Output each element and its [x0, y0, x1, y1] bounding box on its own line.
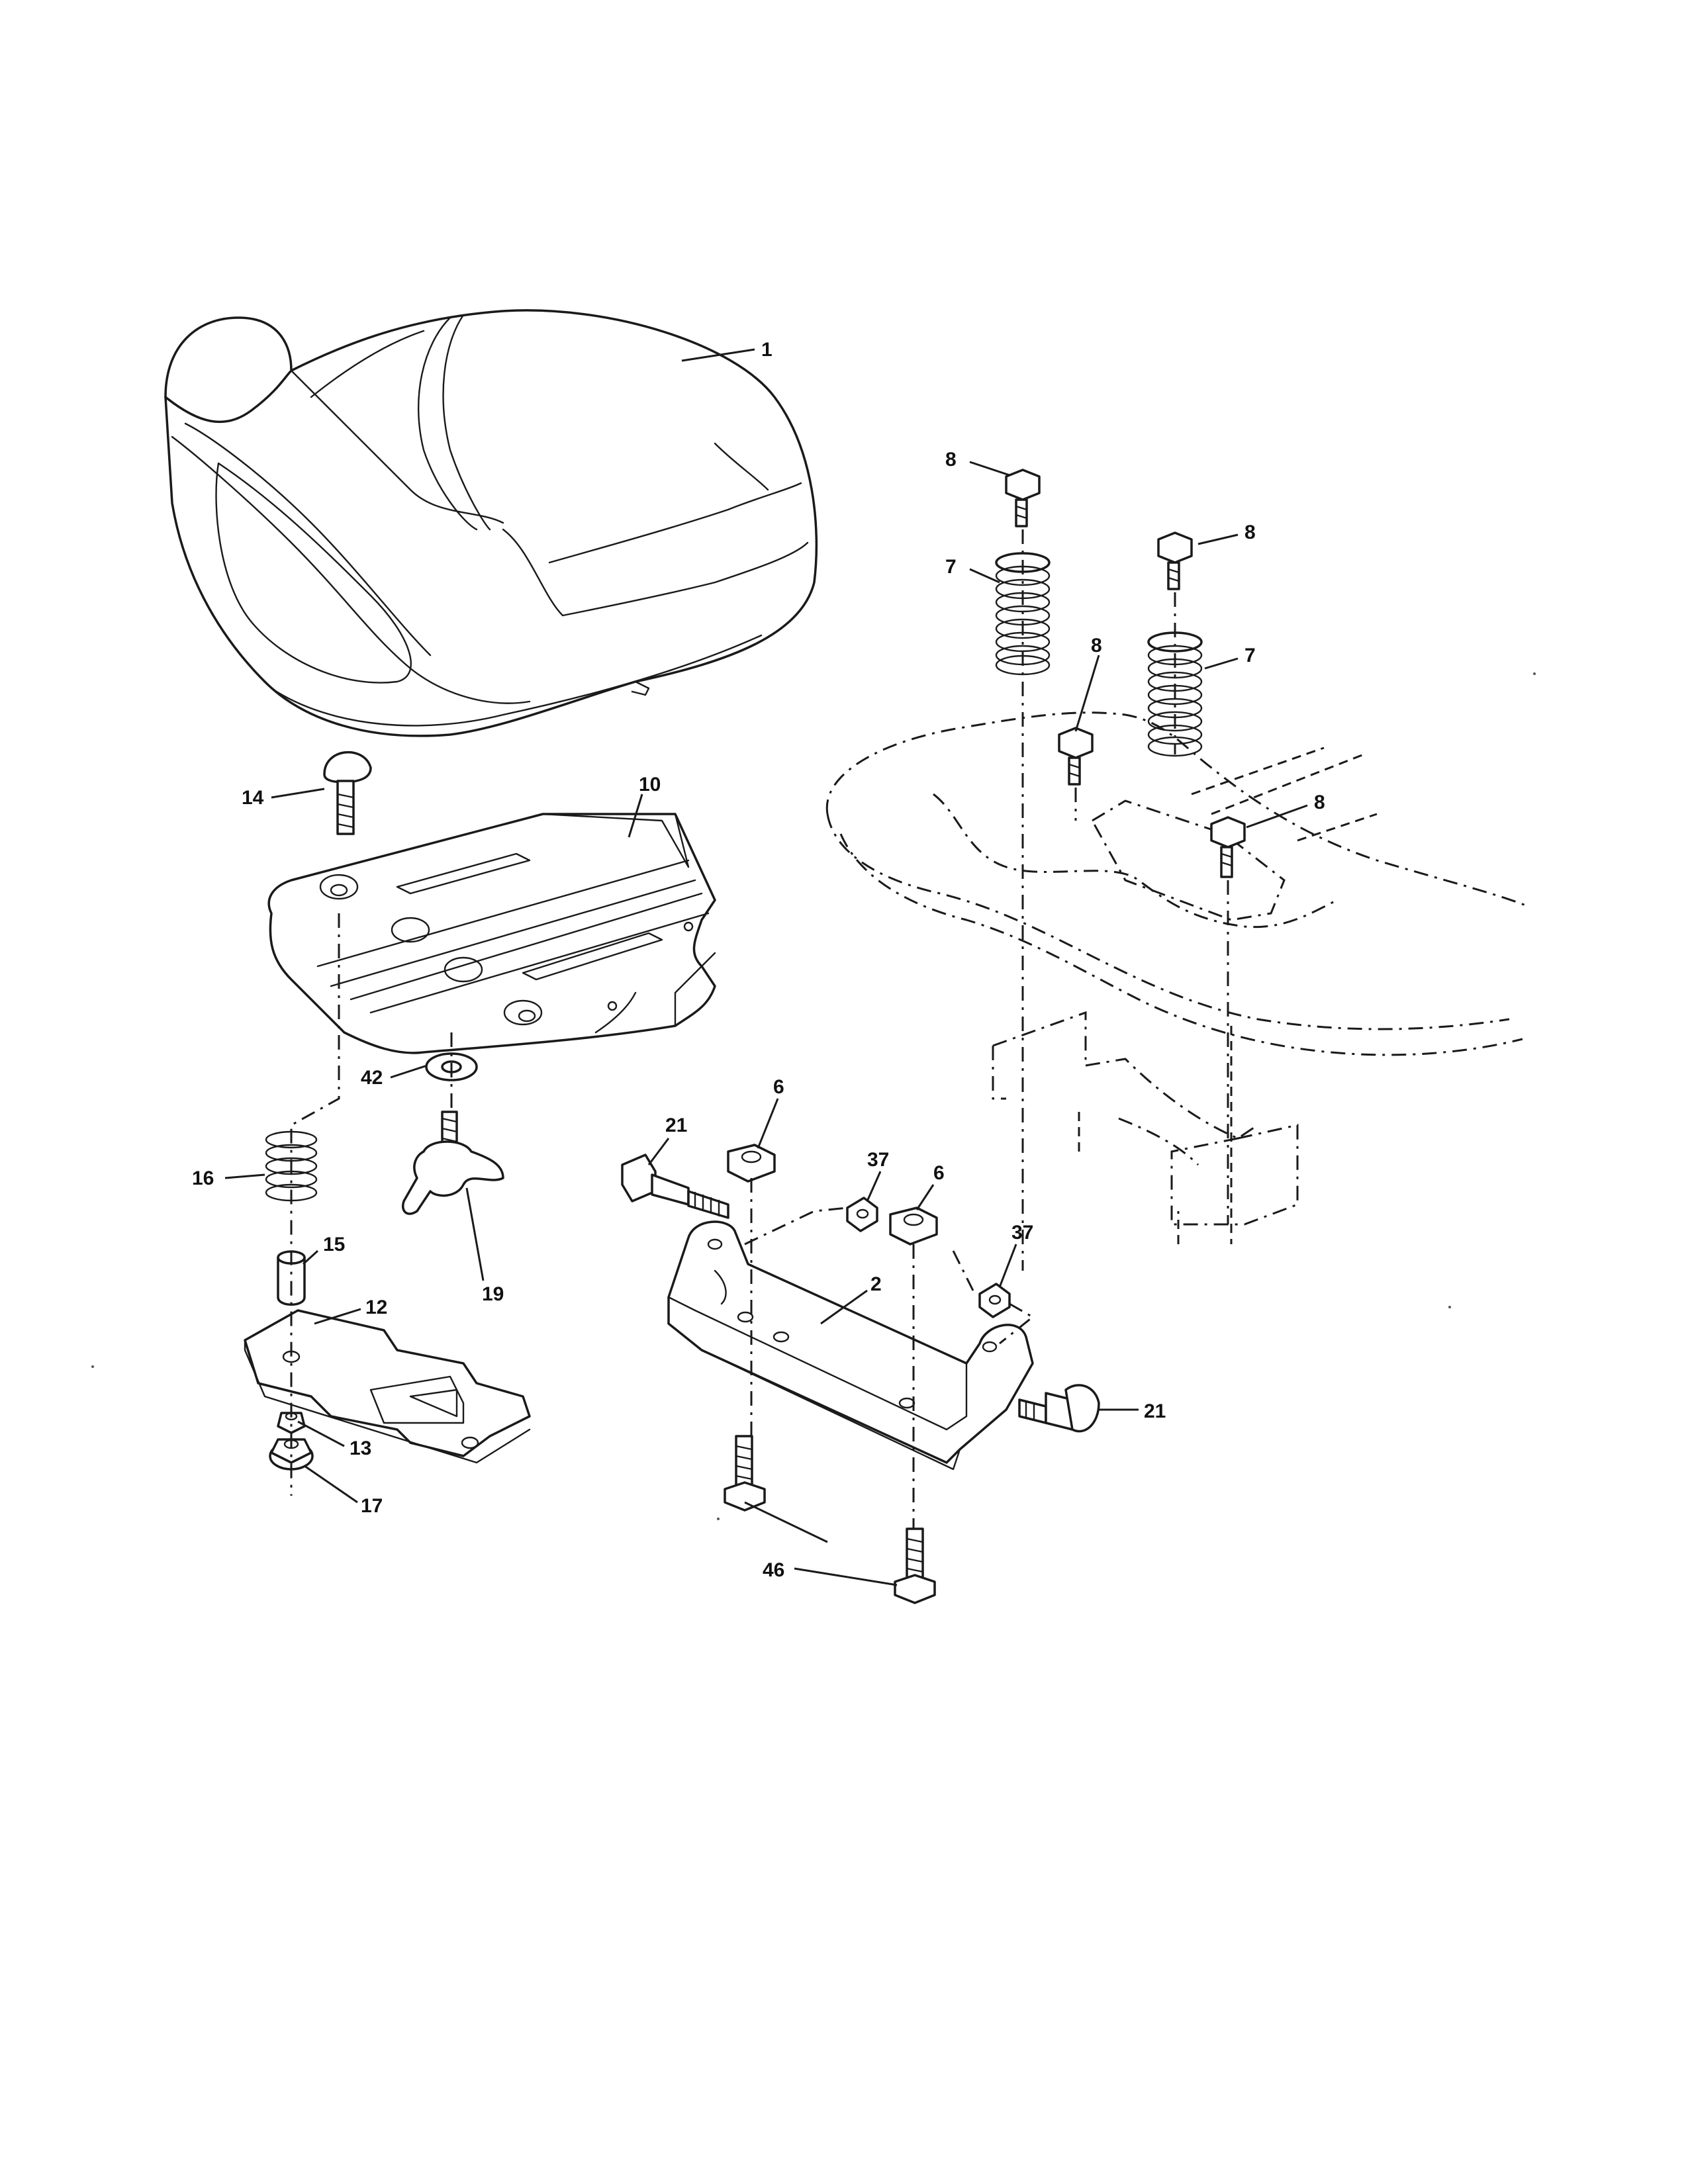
callout-8-b: 8 [1244, 522, 1256, 543]
flange-bolt-part-46-left [724, 1435, 766, 1512]
hex-nut-part-37-right [978, 1283, 1011, 1318]
adjustment-knob-part-19 [402, 1111, 504, 1215]
callout-leader-lines [224, 348, 1308, 1586]
callout-1: 1 [761, 339, 773, 361]
callout-labels: 1 8 7 8 7 8 8 10 14 42 16 15 12 13 17 19… [192, 339, 1325, 1581]
callout-37-b: 37 [1011, 1222, 1033, 1244]
callout-7-a: 7 [945, 556, 957, 578]
mower-deck-frame-outline [825, 711, 1530, 1244]
callout-15: 15 [323, 1234, 345, 1255]
callout-16: 16 [192, 1167, 214, 1189]
hex-bolt-part-8-a [1005, 469, 1041, 527]
callout-14: 14 [242, 787, 264, 809]
shoulder-bolt-part-21-left [621, 1154, 729, 1219]
callout-46: 46 [763, 1559, 784, 1581]
callout-6-b: 6 [933, 1162, 945, 1184]
lock-nut-part-6-left [727, 1144, 776, 1183]
stray-marks [91, 672, 1536, 1520]
shoulder-bolt-part-21-right [1018, 1384, 1100, 1433]
assembly-centerlines [290, 529, 1229, 1529]
callout-2: 2 [870, 1273, 882, 1295]
hex-bolt-part-8-c [1058, 727, 1094, 786]
callout-8-c: 8 [1091, 635, 1102, 657]
callout-8-a: 8 [945, 449, 957, 471]
callout-21-b: 21 [1144, 1400, 1166, 1422]
callout-10: 10 [639, 774, 661, 796]
seat-part-1 [164, 309, 818, 737]
callout-42: 42 [361, 1067, 383, 1089]
callout-17: 17 [361, 1495, 383, 1517]
callout-19: 19 [482, 1283, 504, 1305]
callout-21-a: 21 [665, 1115, 687, 1136]
callout-12: 12 [365, 1297, 387, 1318]
callout-6-a: 6 [773, 1076, 784, 1098]
hex-nut-part-37-left [846, 1197, 878, 1232]
bracket-part-2 [667, 1220, 1034, 1471]
callout-8-d: 8 [1314, 792, 1325, 813]
callout-37-a: 37 [867, 1149, 889, 1171]
lock-nut-part-6-right [889, 1206, 938, 1246]
hex-bolt-part-8-d [1210, 816, 1246, 878]
hex-bolt-part-8-b [1157, 531, 1193, 590]
seat-pan-part-10 [267, 813, 716, 1054]
callout-13: 13 [350, 1437, 371, 1459]
carriage-bolt-part-14 [323, 751, 372, 835]
slide-plate-part-12 [244, 1309, 531, 1464]
callout-7-b: 7 [1244, 645, 1256, 666]
flange-bolt-part-46-right [894, 1527, 936, 1604]
